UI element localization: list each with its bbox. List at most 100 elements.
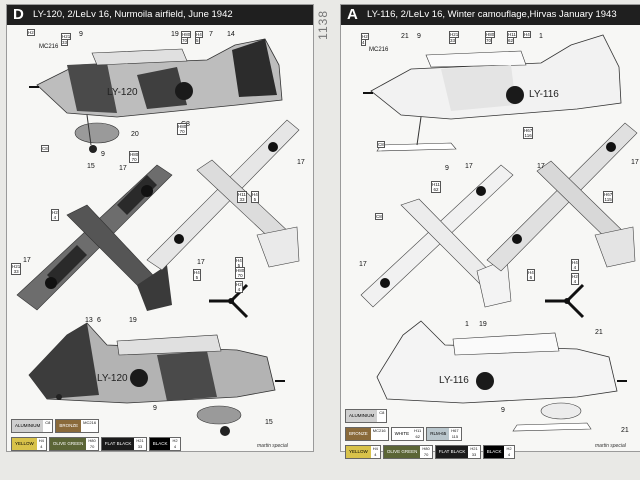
right-callout: 62 — [507, 37, 515, 44]
right-number: 21 — [621, 427, 629, 434]
left-callout: 7 — [209, 31, 213, 38]
right-number: 1 — [465, 321, 469, 328]
right-callout: 4 — [361, 39, 366, 46]
right-callout: 33 — [449, 37, 457, 44]
legend-code: C8 — [43, 420, 53, 432]
right-side-view-top — [363, 34, 622, 152]
left-side-view-bottom — [28, 322, 285, 436]
left-top-aircraft-code: LY-120 — [107, 87, 138, 98]
right-callout: 9 — [417, 33, 421, 40]
legend-code: H2 4 — [170, 438, 180, 450]
legend-name: YELLOW — [12, 438, 37, 450]
left-code-box: H2 4 — [235, 281, 243, 293]
right-callout: MC216 — [369, 47, 389, 53]
legend-name: BLACK — [483, 446, 505, 458]
legend-name: BRONZE — [346, 428, 371, 440]
right-profile-title: LY-116, 2/LeLv 16, Winter camouflage,Hir… — [367, 9, 617, 20]
left-callout: 9 — [79, 31, 83, 38]
legend-code: H4 4 — [36, 438, 46, 450]
left-profile-page: D LY-120, 2/LeLv 16, Nurmoila airfield, … — [6, 4, 314, 452]
left-code-box: H21 33 — [11, 263, 22, 275]
right-code-box: H4 4 — [571, 259, 579, 271]
legend-name: RLM-65 — [427, 428, 450, 440]
left-profile-title: LY-120, 2/LeLv 16, Nurmoila airfield, Ju… — [33, 9, 233, 20]
right-number: 17 — [359, 261, 367, 268]
right-number: 19 — [479, 321, 487, 328]
right-number: 21 — [595, 329, 603, 336]
left-number: 20 — [131, 131, 139, 138]
left-number: 17 — [197, 259, 205, 266]
right-callout: H4 — [523, 31, 531, 38]
legend-code: H80 70 — [86, 438, 98, 450]
legend-code: H4 4 — [370, 446, 380, 458]
right-code-box: H67 115 — [603, 191, 614, 203]
left-propeller — [209, 283, 249, 319]
right-number: 17 — [465, 163, 473, 170]
right-code-box: H11 62 — [431, 181, 441, 193]
left-number: 15 — [265, 419, 273, 426]
legend-name: OLIVE GREEN — [383, 446, 421, 458]
left-header-bar: D LY-120, 2/LeLv 16, Nurmoila airfield, … — [7, 5, 313, 25]
left-number: 17 — [297, 159, 305, 166]
left-number: 15 — [87, 163, 95, 170]
right-callout: 70 — [485, 37, 493, 44]
left-callout: 14 — [227, 31, 235, 38]
right-code-box: H4 6 — [527, 269, 535, 281]
right-propeller — [545, 283, 585, 319]
right-number: 9 — [445, 165, 449, 172]
left-code-box: H4 5 — [251, 191, 259, 203]
left-profile-letter: D — [13, 6, 24, 23]
right-header-bar: A LY-116, 2/LeLv 16, Winter camouflage,H… — [341, 5, 640, 25]
right-plan-view-right — [486, 122, 638, 272]
legend-name: FLAT BLACK — [435, 446, 469, 458]
right-bottom-aircraft-code: LY-116 — [439, 375, 469, 386]
left-callout: C8 — [41, 145, 49, 152]
right-number: 9 — [501, 407, 505, 414]
legend-name: ALUMINIUM — [12, 420, 44, 432]
legend-name: BRONZE — [56, 420, 82, 432]
left-code-box: H4 5 — [193, 269, 201, 281]
right-aircraft-drawings — [360, 34, 638, 432]
legend-code: H11 62 — [412, 428, 424, 440]
left-callout: MC216 — [39, 44, 59, 50]
legend-name: BLACK — [149, 438, 171, 450]
right-code-box: H2 4 — [571, 273, 579, 285]
left-number: 9 — [101, 151, 105, 158]
legend-code: H21 33 — [468, 446, 480, 458]
left-code-box: H11 33 — [237, 191, 247, 203]
left-number: 17 — [23, 257, 31, 264]
right-callout: 21 — [401, 33, 409, 40]
left-number: 17 — [119, 165, 127, 172]
left-code-box: H2 4 — [51, 209, 59, 221]
legend-name: OLIVE GREEN — [49, 438, 87, 450]
right-callout: 1 — [539, 33, 543, 40]
left-code-box: H80 70 — [177, 123, 188, 135]
legend-name: ALUMINIUM — [346, 410, 378, 422]
legend-code: C8 — [377, 410, 387, 422]
right-publisher-logo: martin special — [595, 443, 626, 449]
left-callout: 33 — [61, 39, 69, 46]
left-callout: 70 — [181, 37, 189, 44]
legend-code: H80 70 — [420, 446, 432, 458]
legend-code: H2 4 — [504, 446, 514, 458]
right-number: 17 — [631, 159, 639, 166]
right-number: 17 — [537, 163, 545, 170]
right-plan-view-left — [360, 164, 514, 308]
right-profile-page: A LY-116, 2/LeLv 16, Winter camouflage,H… — [340, 4, 640, 459]
right-code-box: H67 116 — [523, 127, 534, 139]
right-callout: C8 — [375, 213, 383, 220]
left-code-box: H80 70 — [129, 151, 140, 163]
left-callout: H2 — [27, 29, 35, 36]
right-callout: C8 — [377, 141, 385, 148]
